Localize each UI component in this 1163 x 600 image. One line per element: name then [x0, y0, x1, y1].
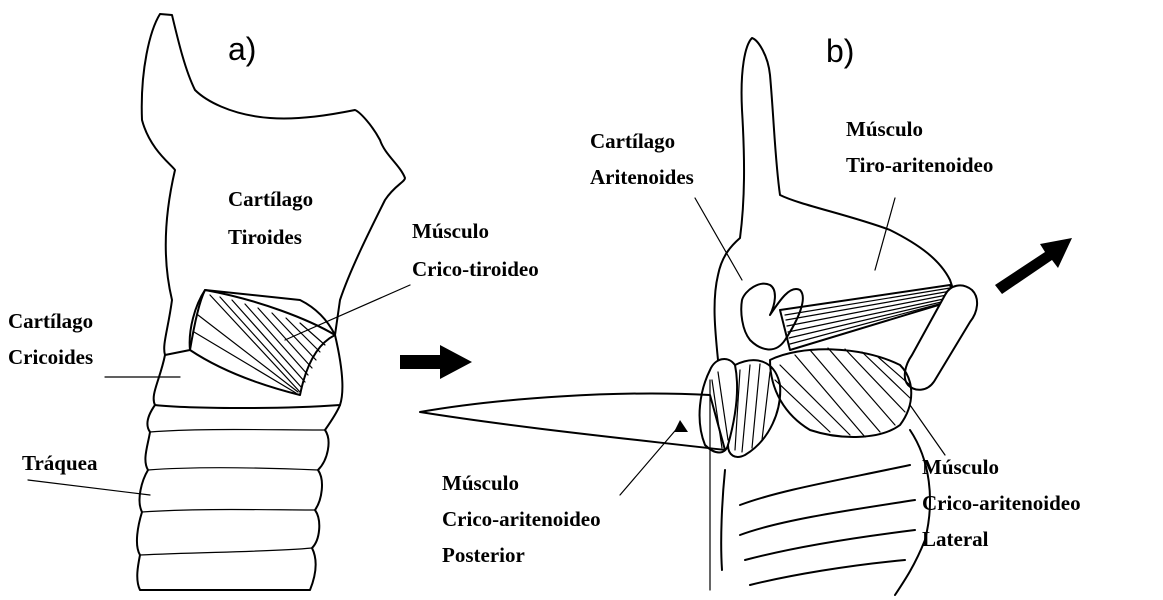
label-cartilago-aritenoides: Cartílago Aritenoides — [590, 129, 694, 189]
label-musculo-crico-aritenoideo-posterior: Músculo Crico-aritenoideo Posterior — [442, 471, 606, 567]
trachea-a — [137, 405, 340, 590]
posterior-crico-arytenoid-muscle-b — [700, 359, 781, 457]
panel-label-b: b) — [826, 33, 854, 69]
transition-arrow — [400, 345, 472, 379]
lateral-crico-arytenoid-muscle-b — [770, 348, 911, 437]
arytenoid-cartilage-b — [741, 284, 803, 350]
label-musculo-crico-aritenoideo-lateral: Músculo Crico-aritenoideo Lateral — [922, 455, 1086, 551]
label-cartilago-cricoides: Cartílago Cricoides — [8, 309, 98, 369]
crico-thyroid-muscle-a — [190, 290, 335, 395]
stretch-arrow — [995, 238, 1072, 294]
panel-label-a: a) — [228, 31, 256, 67]
thyroid-cartilage-a — [142, 14, 405, 355]
label-musculo-crico-tiroideo: Músculo Crico-tiroideo — [412, 219, 539, 281]
label-cartilago-tiroides: Cartílago Tiroides — [228, 187, 318, 249]
label-musculo-tiro-aritenoideo: Músculo Tiro-aritenoideo — [846, 117, 993, 177]
panel-a-drawing — [28, 14, 410, 590]
label-traquea: Tráquea — [22, 451, 98, 475]
